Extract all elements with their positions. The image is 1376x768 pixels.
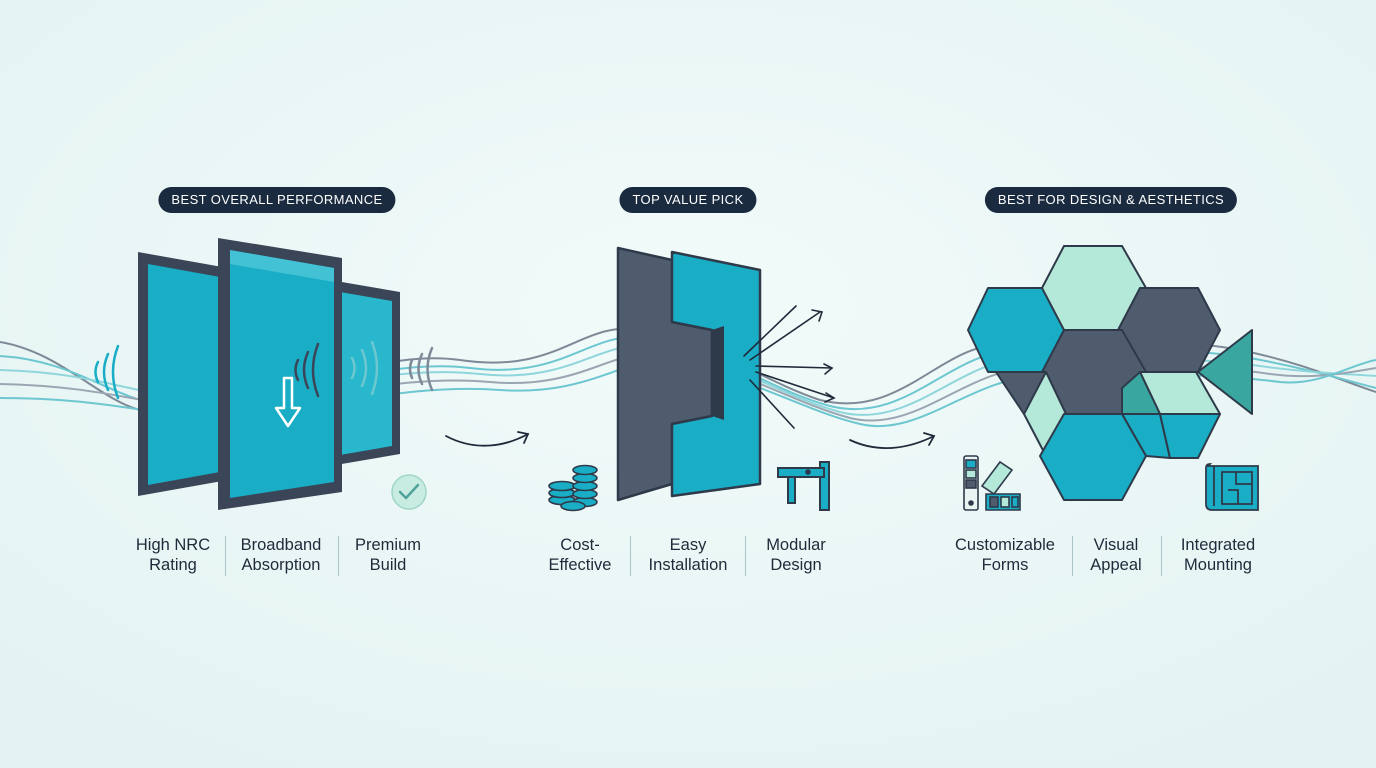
feature-cost-effective: Cost- Effective [548, 536, 612, 574]
flow-arrow-icon [849, 432, 936, 449]
feature-high-nrc: High NRC Rating [135, 536, 211, 574]
checkmark-icon [391, 474, 427, 510]
divider [338, 536, 339, 576]
feature-visual-appeal: Visual Appeal [1090, 536, 1142, 574]
stacked-panels-illustration [138, 238, 400, 510]
interlocking-panel-illustration [616, 246, 762, 502]
divider [1161, 536, 1162, 576]
color-swatch-icon [963, 455, 1021, 511]
feature-customizable-forms: Customizable Forms [955, 536, 1055, 574]
blueprint-icon [1205, 463, 1259, 511]
divider [225, 536, 226, 576]
reflection-lines [743, 305, 836, 429]
feature-broadband: Broadband Absorption [240, 536, 322, 574]
sound-wave-icon [94, 340, 434, 400]
badge-best-design: BEST FOR DESIGN & AESTHETICS [984, 187, 1238, 213]
feature-integrated-mounting: Integrated Mounting [1180, 536, 1256, 574]
feature-easy-installation: Easy Installation [648, 536, 728, 574]
divider [630, 536, 631, 576]
mounting-bracket-icon [777, 461, 830, 511]
badge-top-value: TOP VALUE PICK [619, 187, 757, 213]
divider [1072, 536, 1073, 576]
divider [745, 536, 746, 576]
down-arrow-icon [274, 376, 302, 428]
badge-best-overall: BEST OVERALL PERFORMANCE [158, 187, 396, 213]
coin-stack-icon [548, 464, 598, 512]
hexagon-panels-illustration [967, 245, 1253, 501]
feature-modular-design: Modular Design [766, 536, 826, 574]
flow-arrow-icon [445, 431, 530, 447]
feature-premium-build: Premium Build [354, 536, 422, 574]
